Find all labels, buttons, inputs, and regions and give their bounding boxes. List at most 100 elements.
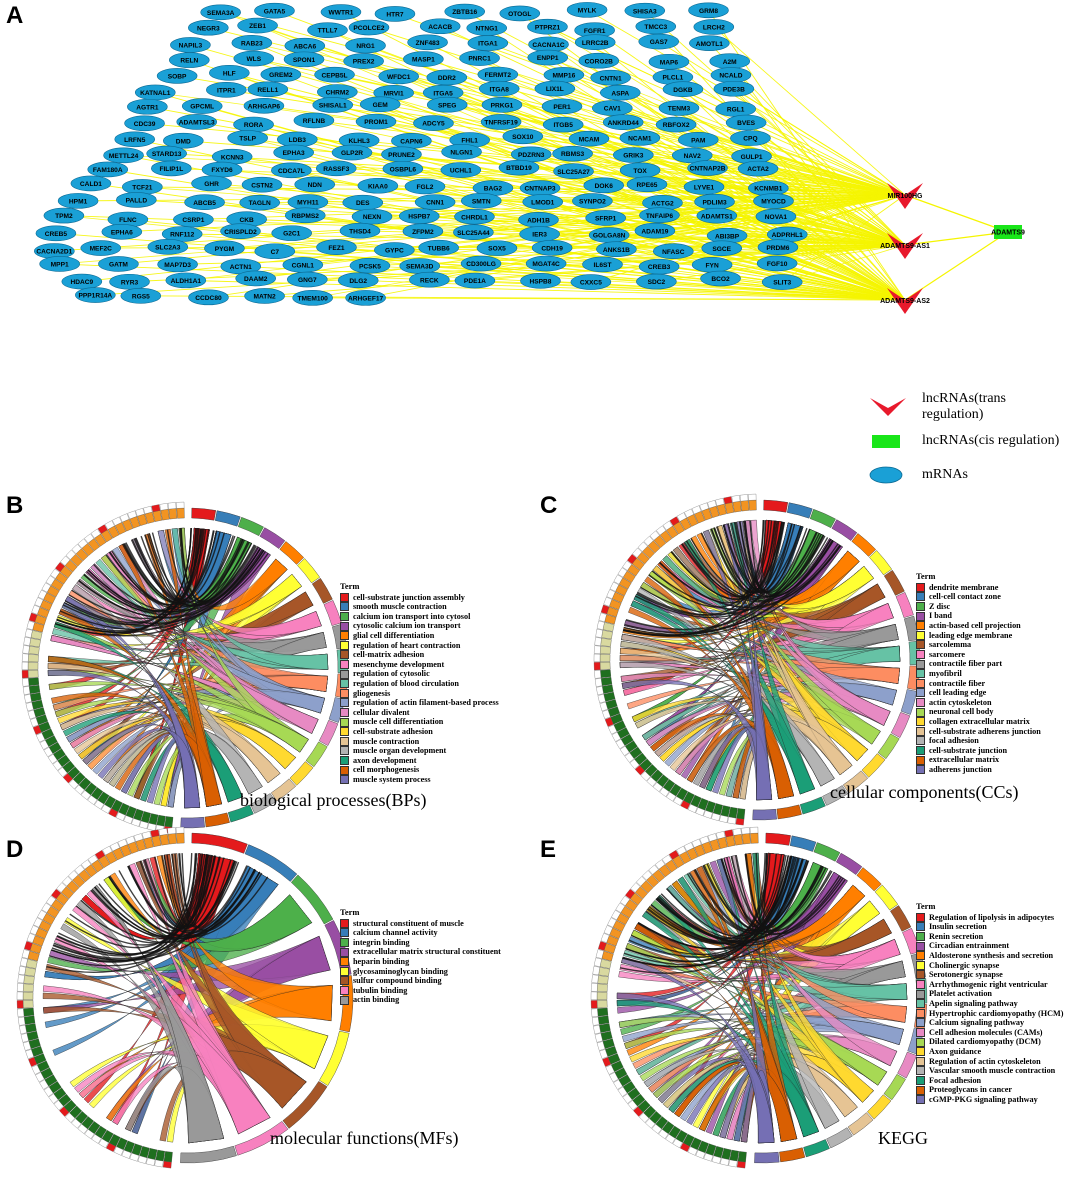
mrna-node: TNFAIP6 [639, 207, 680, 223]
term-swatch [340, 698, 349, 708]
mrna-label: RBFOX2 [663, 122, 690, 129]
chord-ribbon [648, 520, 765, 608]
mrna-label: DDR2 [438, 75, 456, 82]
mrna-node: PYGM [204, 240, 245, 257]
mrna-label: TPM2 [55, 213, 73, 220]
mrna-label: PRKG1 [491, 102, 514, 109]
gene-marker-arc [648, 864, 659, 875]
mrna-label: RNF112 [170, 232, 195, 239]
legend-label-trans: lncRNAs(trans regulation) [922, 391, 1006, 422]
gene-marker-arc [56, 882, 67, 893]
mrna-node: NDN [294, 176, 336, 193]
term-swatch [340, 976, 349, 986]
mrna-label: CEPB5L [322, 72, 348, 79]
mrna-label: ALDH1A1 [171, 278, 202, 285]
term-label: gliogenesis [353, 688, 391, 698]
mrna-node: ITGA1 [467, 35, 509, 51]
term-swatch [340, 650, 349, 660]
mrna-node: BVES [725, 114, 767, 131]
mrna-node: ITGB5 [542, 116, 584, 133]
gene-marker-arc [603, 925, 613, 936]
mrna-node: PTPRZ1 [527, 18, 568, 35]
gene-marker-arc [687, 803, 698, 813]
gene-marker-arc [18, 966, 27, 976]
chord-ribbon [722, 523, 773, 801]
mrna-node: SOX10 [502, 128, 544, 145]
gene-marker-arc [87, 854, 99, 865]
mrna-node: FGF10 [756, 255, 798, 272]
gene-arc [176, 507, 185, 519]
mrna-label: TTLL7 [318, 28, 338, 35]
regulation-edge [698, 139, 906, 196]
term-arc [869, 550, 893, 576]
gene-arc [599, 662, 611, 670]
gene-marker-arc [607, 917, 617, 928]
mrna-label: ITGA8 [490, 86, 510, 93]
mrna-node: KCNN3 [211, 148, 253, 165]
mrna-node: RFLNB [293, 112, 335, 129]
mrna-label: FGFR1 [584, 28, 606, 35]
gene-marker-arc [665, 1134, 676, 1144]
term-swatch [340, 669, 349, 679]
mrna-node: NCALD [710, 67, 752, 83]
mrna-node: ZBTB16 [444, 3, 486, 20]
mrna-label: IER3 [532, 232, 547, 239]
mrna-label: PNRC1 [468, 56, 491, 63]
gene-arc [733, 834, 743, 846]
gene-marker-arc [25, 702, 34, 712]
mrna-node: HDAC9 [61, 273, 103, 290]
chord-ribbon [686, 860, 809, 934]
term-swatch [340, 966, 349, 976]
term-arc [867, 1094, 892, 1120]
mrna-node: NOVA1 [755, 208, 797, 225]
mrna-label: PDZRN3 [518, 152, 545, 159]
mrna-node: PRDM6 [757, 239, 799, 256]
chord-ribbon [628, 856, 797, 958]
chord-ribbon [161, 853, 197, 927]
term-swatch [340, 755, 349, 765]
term-legend-item: Renin secretion [916, 932, 1063, 942]
mrna-label: GRIK3 [623, 153, 643, 160]
gene-marker-arc [613, 574, 623, 585]
mrna-label: CHRDL1 [461, 214, 488, 221]
gene-marker-arc [51, 888, 62, 900]
gene-marker-arc [592, 966, 601, 976]
gene-marker-arc [715, 831, 726, 840]
mrna-label: ACTA2 [747, 166, 769, 173]
mrna-label: NFASC [662, 249, 685, 256]
term-arc [903, 615, 919, 642]
mrna-label: HTR7 [386, 11, 404, 18]
mrna-node: TMEM100 [292, 290, 333, 306]
mrna-label: TUBB6 [428, 245, 450, 252]
gene-marker-arc [147, 822, 157, 831]
term-label: tubulin binding [353, 985, 408, 995]
mrna-node: DES [342, 194, 384, 211]
mrna-node: KLHL3 [338, 132, 380, 149]
regulation-edge [461, 151, 906, 301]
regulation-edge [496, 247, 906, 301]
gene-marker-arc [627, 554, 637, 565]
gene-marker-arc [30, 717, 39, 728]
mrna-node: BCO2 [700, 270, 741, 287]
term-legend-item: dendrite membrane [916, 583, 1041, 593]
gene-marker-arc [26, 620, 35, 630]
gene-arc [596, 1000, 608, 1009]
mrna-node: CACNA2D1 [34, 243, 75, 259]
term-arc [877, 733, 900, 760]
gene-marker-arc [596, 620, 605, 630]
mrna-label: GREM2 [269, 72, 293, 79]
gene-marker-arc [26, 933, 36, 943]
term-legend-item: regulation of blood circulation [340, 679, 499, 689]
gene-arcs [590, 826, 759, 1169]
gene-arcs [593, 493, 757, 826]
term-legend-item: neuronal cell body [916, 707, 1041, 717]
mrna-label: RECK [420, 277, 439, 284]
mrna-node: SHISAL1 [312, 97, 354, 113]
chord-ribbon [700, 532, 825, 598]
term-arc [822, 785, 849, 806]
gene-marker-arc [16, 1000, 24, 1009]
mrna-node: ADAMTSL3 [176, 114, 218, 130]
chord-ribbon [656, 875, 841, 944]
gene-marker-arc [154, 1159, 164, 1168]
caption-kegg: KEGG [878, 1128, 928, 1148]
